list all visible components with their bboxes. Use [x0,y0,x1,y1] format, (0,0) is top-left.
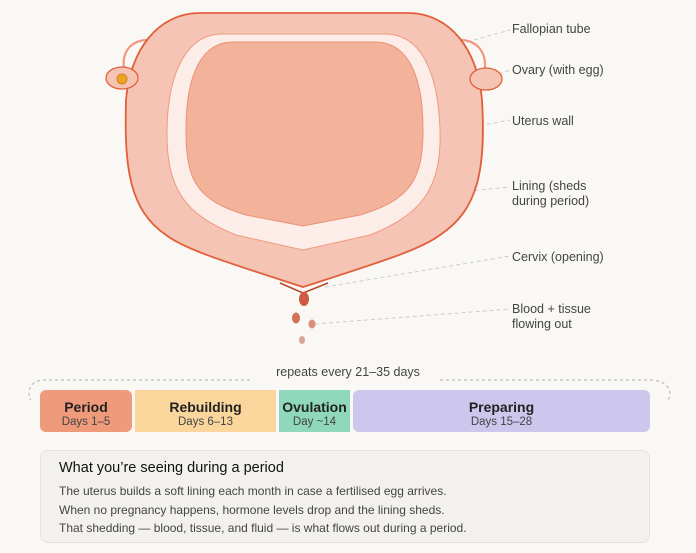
repeat-text: repeats every 21–35 days [270,365,426,379]
phase-name: Period [64,399,108,415]
phase-days: Day ~14 [292,416,337,428]
info-card: What you’re seeing during a period The u… [40,450,650,543]
phase-period: Period Days 1–5 [40,390,132,432]
uterus-diagram [28,12,671,400]
phase-rebuilding: Rebuilding Days 6–13 [135,390,276,432]
info-line: That shedding — blood, tissue, and fluid… [59,521,467,535]
label-uterus-wall: Uterus wall [512,114,574,128]
right-ovary [469,67,503,91]
phase-ovulation: Ovulation Day ~14 [279,390,350,432]
label-lining: Lining (sheds during period) [512,179,590,208]
label-ovary: Ovary (with egg) [512,63,604,77]
leader-cervix [324,255,511,288]
phase-preparing: Preparing Days 15–28 [353,390,650,432]
blood-drops [292,292,316,344]
label-blood: Blood + tissue flowing out [512,302,591,331]
info-line: When no pregnancy happens, hormone level… [59,502,445,517]
phase-name: Preparing [468,399,535,415]
info-title: What you’re seeing during a period [59,460,284,476]
phase-name: Rebuilding [169,399,242,415]
phase-days: Days 15–28 [470,416,533,428]
phase-days: Days 1–5 [61,416,111,428]
leader-ovary [485,69,511,80]
cycle-repeat-label: repeats every 21–35 days [0,365,696,379]
uterus-cavity [185,41,424,227]
label-fallopian-tube: Fallopian tube [512,22,591,36]
label-cervix: Cervix (opening) [512,250,604,264]
phase-name: Ovulation [282,399,347,415]
info-line: The uterus builds a soft lining each mon… [59,484,447,498]
phase-days: Days 6–13 [178,416,233,428]
egg-icon [116,73,128,85]
leader-blood [314,308,511,325]
cycle-loop [28,379,671,400]
